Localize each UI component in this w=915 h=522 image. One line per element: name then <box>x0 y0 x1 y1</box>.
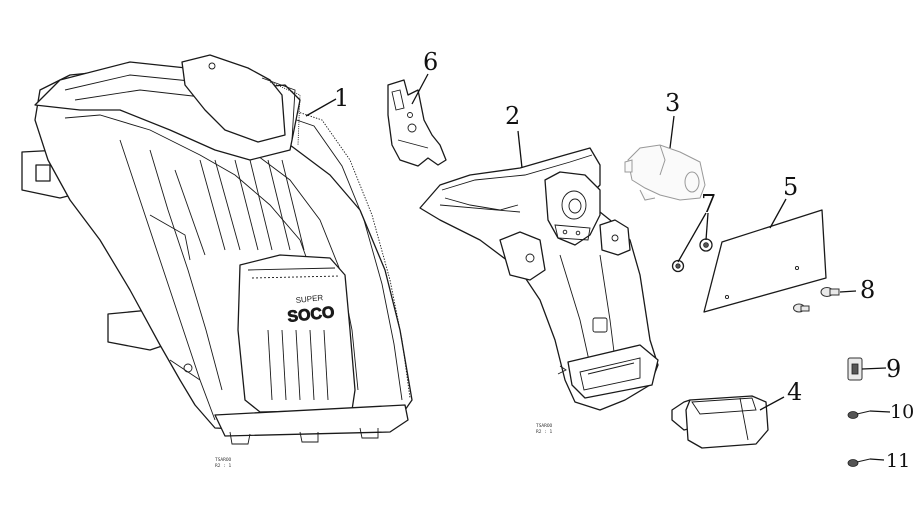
part-10-screw <box>847 410 871 419</box>
part-8-screws <box>793 287 840 313</box>
callout-3: 3 <box>665 89 680 117</box>
leader-lines <box>305 73 891 461</box>
callout-6: 6 <box>423 48 438 76</box>
callout-10: 10 <box>890 401 914 423</box>
part-1-tail-housing: SUPER SOCO <box>21 54 413 445</box>
callout-4: 4 <box>787 378 802 406</box>
part-5-license-plate <box>703 209 827 313</box>
callout-8: 8 <box>860 276 875 304</box>
drawing-code-mid-2: R2 : 1 <box>536 429 553 435</box>
part-6-bracket <box>387 79 447 167</box>
callout-9: 9 <box>886 355 901 383</box>
part-2-rear-fender <box>419 147 659 411</box>
part-11-screw <box>847 458 871 467</box>
part-4-reflector <box>671 395 769 449</box>
part-7-nuts <box>671 238 713 273</box>
drawing-code-mid-1: TSAROO <box>536 423 553 429</box>
callout-2: 2 <box>505 102 520 130</box>
callout-5: 5 <box>783 173 798 201</box>
drawing-code-left-1: TSAROO <box>215 457 232 463</box>
part-9-clip-nut <box>847 357 863 381</box>
brand-soco-logo: SOCO <box>287 304 336 326</box>
callout-1: 1 <box>334 84 349 112</box>
callout-7: 7 <box>701 190 716 218</box>
part-3-license-lamp <box>624 144 706 201</box>
callout-11: 11 <box>886 450 910 472</box>
brand-super-text: SUPER <box>295 293 324 305</box>
drawing-code-left-2: R2 : 1 <box>215 463 232 469</box>
